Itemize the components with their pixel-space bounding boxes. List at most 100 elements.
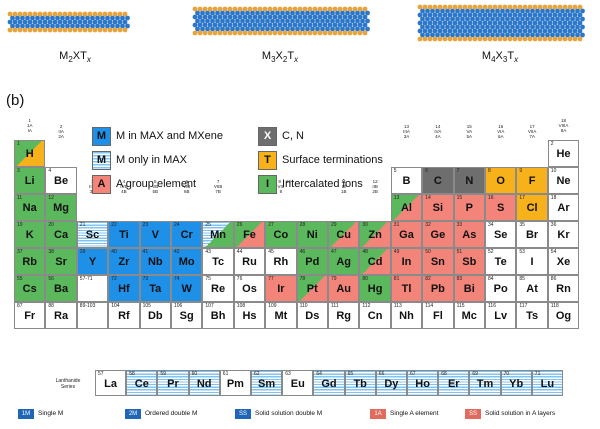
atom [310, 18, 315, 24]
atom [362, 30, 368, 36]
atom [540, 16, 545, 22]
atom [70, 23, 75, 29]
element-symbol: Ir [277, 283, 285, 295]
element-symbol: Ru [242, 256, 257, 268]
atom [447, 4, 453, 10]
atom [542, 4, 548, 10]
atom [425, 24, 430, 30]
atom [430, 24, 435, 30]
atomic-number: 110 [299, 303, 308, 309]
atom [500, 8, 505, 14]
atom [260, 10, 265, 16]
atom [482, 4, 488, 10]
atom [467, 36, 473, 42]
atom [580, 32, 585, 38]
atom [442, 36, 448, 42]
atom [347, 6, 353, 12]
atomic-number: 23 [142, 222, 149, 228]
footer-swatch: SS [465, 409, 481, 419]
atom [312, 6, 318, 12]
atom [292, 22, 298, 28]
atom [500, 24, 505, 30]
atom [510, 32, 515, 38]
atom [360, 18, 365, 24]
atom [555, 8, 560, 14]
atomic-number: 68 [441, 371, 447, 377]
atom [442, 4, 448, 10]
atom [537, 20, 543, 26]
atom [515, 16, 520, 22]
atomic-number: 74 [174, 276, 180, 282]
atom [320, 18, 325, 24]
atomic-number: 8 [488, 168, 491, 174]
atom [307, 22, 313, 28]
atomic-number: 64 [316, 371, 322, 377]
atom [212, 6, 218, 12]
atom [565, 24, 570, 30]
atom [560, 32, 565, 38]
element-symbol: Fl [432, 310, 443, 322]
element-symbol: Mg [53, 202, 70, 214]
atom [490, 24, 495, 30]
atom [97, 19, 103, 25]
atom [535, 8, 540, 14]
atom [282, 14, 288, 20]
atom [527, 4, 533, 10]
atom [197, 14, 203, 20]
atom [365, 18, 370, 24]
atomic-number: 61 [222, 371, 229, 377]
atom [510, 8, 515, 14]
atom [262, 22, 268, 28]
atom [305, 10, 310, 16]
atom [250, 10, 255, 16]
element-symbol: Te [494, 256, 507, 268]
atomic-number: 46 [299, 249, 306, 255]
atomic-number: 59 [160, 371, 166, 377]
legend-label: M only in MAX [116, 154, 187, 166]
atom [352, 14, 358, 20]
atom [487, 4, 493, 10]
atom [497, 4, 503, 10]
atom [337, 30, 343, 36]
atom [242, 30, 248, 36]
atom [430, 16, 435, 22]
atom [450, 8, 455, 14]
atom [207, 30, 213, 36]
atom [47, 11, 53, 17]
atomic-number: 117 [519, 303, 528, 309]
footer-swatch: SS [235, 409, 251, 419]
atomic-number: 35 [519, 222, 525, 228]
atomic-number: 19 [17, 222, 23, 228]
atomic-number: 56 [48, 276, 54, 282]
atom [40, 15, 45, 21]
atom [532, 12, 538, 18]
atom [85, 15, 90, 21]
atom [242, 22, 248, 28]
group-header: 5 VB 5B [152, 179, 159, 194]
atom [197, 30, 203, 36]
atomic-number: 55 [17, 276, 23, 282]
atom [545, 24, 550, 30]
atom [352, 6, 358, 12]
